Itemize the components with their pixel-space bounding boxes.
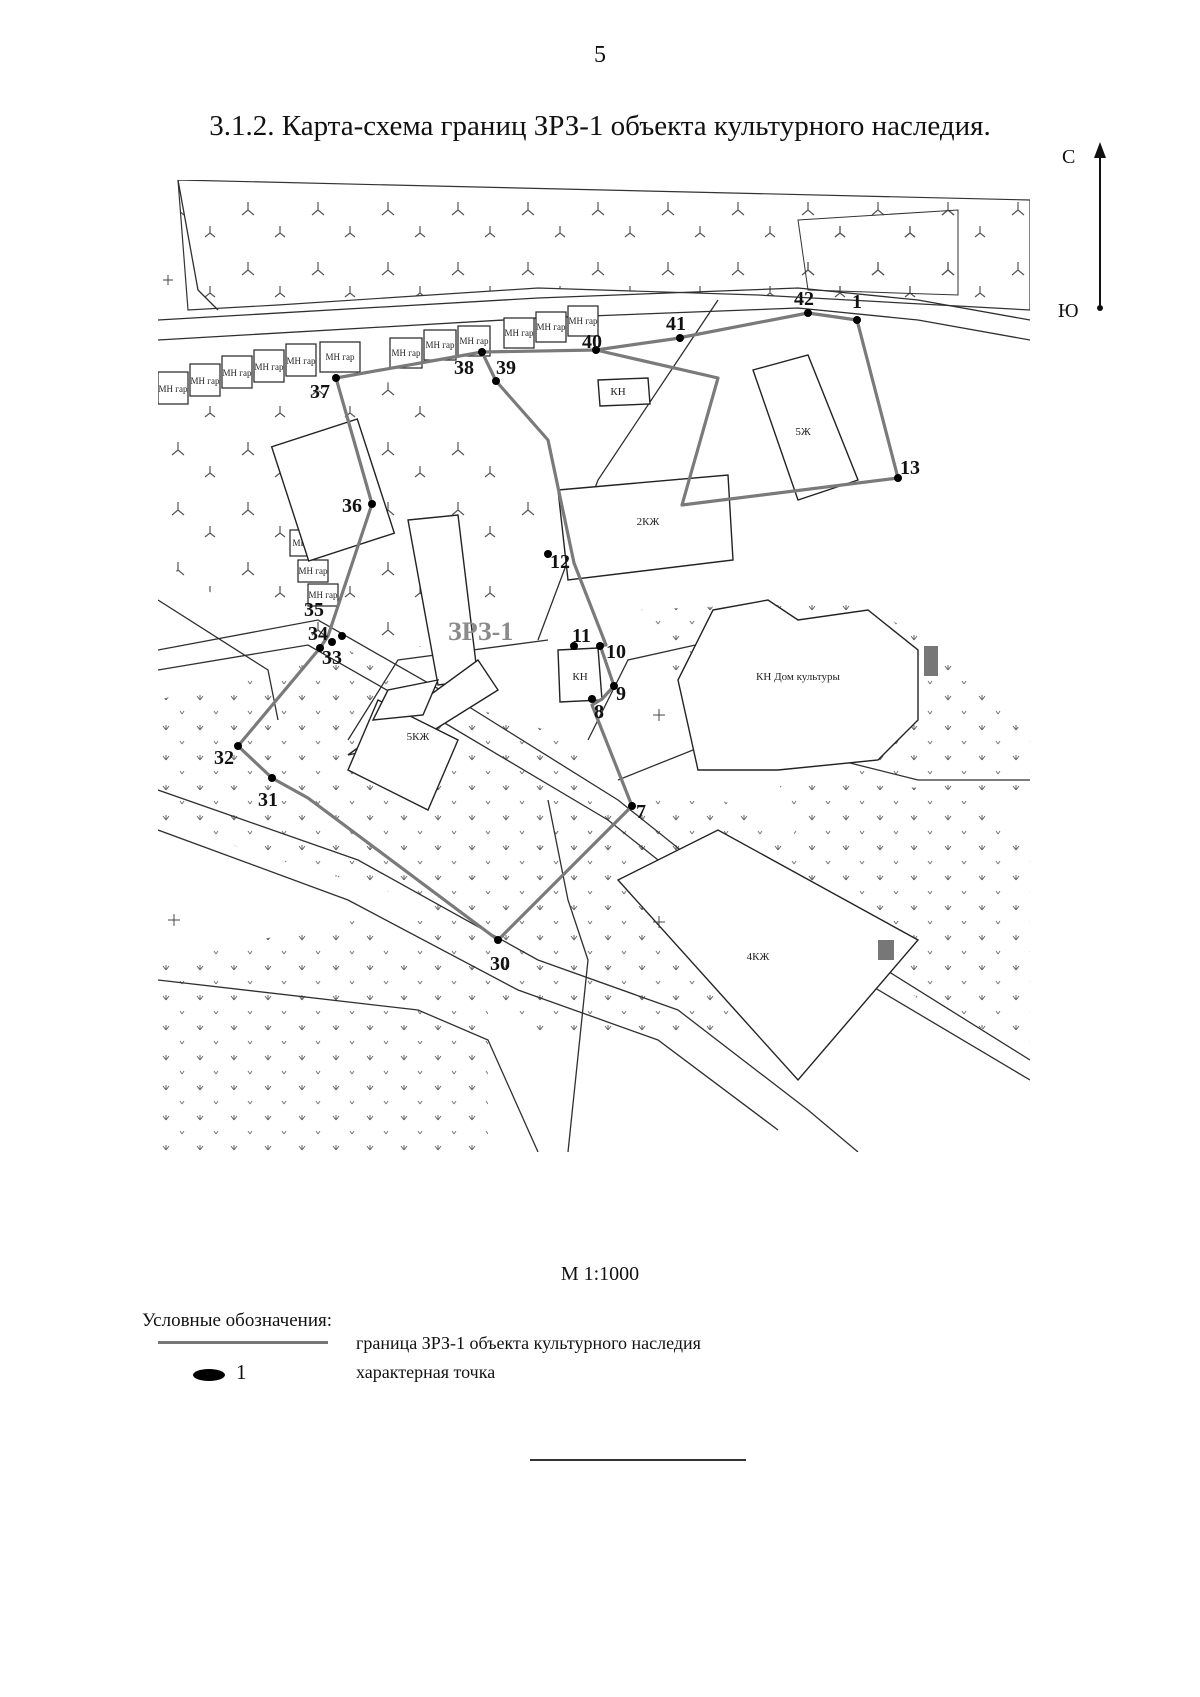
legend-point-label: характерная точка	[356, 1362, 496, 1382]
point-label: 10	[606, 641, 626, 663]
point-label: 31	[258, 789, 278, 811]
garage-label: МН гар	[255, 362, 284, 372]
map-scale: М 1:1000	[560, 1263, 640, 1285]
point-label: 1	[852, 291, 862, 313]
building-label: КН	[610, 386, 625, 398]
legend-point-number: 1	[236, 1360, 247, 1384]
compass: С Ю	[1058, 140, 1120, 322]
garage-label: МН гар	[287, 356, 316, 366]
point-label: 33	[322, 647, 342, 669]
garage-label: МН гар	[309, 590, 338, 600]
building-label: 5КЖ	[407, 731, 430, 743]
building-label: 2КЖ	[637, 516, 660, 528]
cadastral-map[interactable]: МН гар МН гар МН гар МН гар МН гар МН га…	[158, 180, 1030, 1152]
garage-label: МН гар	[392, 348, 421, 358]
point-label: 41	[666, 313, 686, 335]
north-arrow-icon	[1094, 142, 1106, 311]
legend-heading: Условные обозначения:	[142, 1310, 333, 1331]
point-label: 38	[454, 357, 474, 379]
point-label: 42	[794, 288, 814, 310]
legend-point-icon	[193, 1369, 225, 1381]
point-label: 32	[214, 747, 234, 769]
garage-label: МН гар	[505, 328, 534, 338]
map-title: 3.1.2. Карта-схема границ ЗРЗ-1 объекта …	[209, 110, 991, 142]
footer-divider	[530, 1459, 746, 1461]
garage-label: МН гар	[326, 352, 355, 362]
point-label: 13	[900, 457, 920, 479]
compass-south-label: Ю	[1058, 300, 1079, 322]
garage-label: МН гар	[299, 566, 328, 576]
point-label: 37	[310, 381, 330, 403]
point-label: 35	[304, 599, 324, 621]
point-label: 11	[572, 625, 591, 647]
garage-label: МН гар	[460, 336, 489, 346]
garage-label: МН гар	[537, 322, 566, 332]
point-label: 40	[582, 331, 602, 353]
building-label: 4КЖ	[747, 951, 770, 963]
garage-label: МН гар	[223, 368, 252, 378]
point-label: 8	[594, 701, 604, 723]
point-label: 30	[490, 953, 510, 975]
point-label: 39	[496, 357, 516, 379]
point-label: 12	[550, 551, 570, 573]
building-label: КН	[572, 671, 587, 683]
garage-label: МН гар	[426, 340, 455, 350]
point-label: 9	[616, 683, 626, 705]
building-label: КН Дом культуры	[756, 671, 840, 683]
compass-north-label: С	[1062, 146, 1076, 168]
point-label: 36	[342, 495, 362, 517]
point-label: 7	[636, 801, 646, 823]
garage-label: МН гар	[159, 384, 188, 394]
garage-label: МН гар	[569, 316, 598, 326]
zone-label: ЗРЗ-1	[448, 617, 513, 646]
page-number: 5	[594, 42, 606, 68]
point-label: 34	[308, 623, 328, 645]
legend-boundary-label: граница ЗРЗ-1 объекта культурного наслед…	[356, 1333, 701, 1353]
garage-label: МН гар	[191, 376, 220, 386]
building-label: 5Ж	[795, 426, 811, 438]
legend-boundary-line-icon	[158, 1341, 328, 1344]
